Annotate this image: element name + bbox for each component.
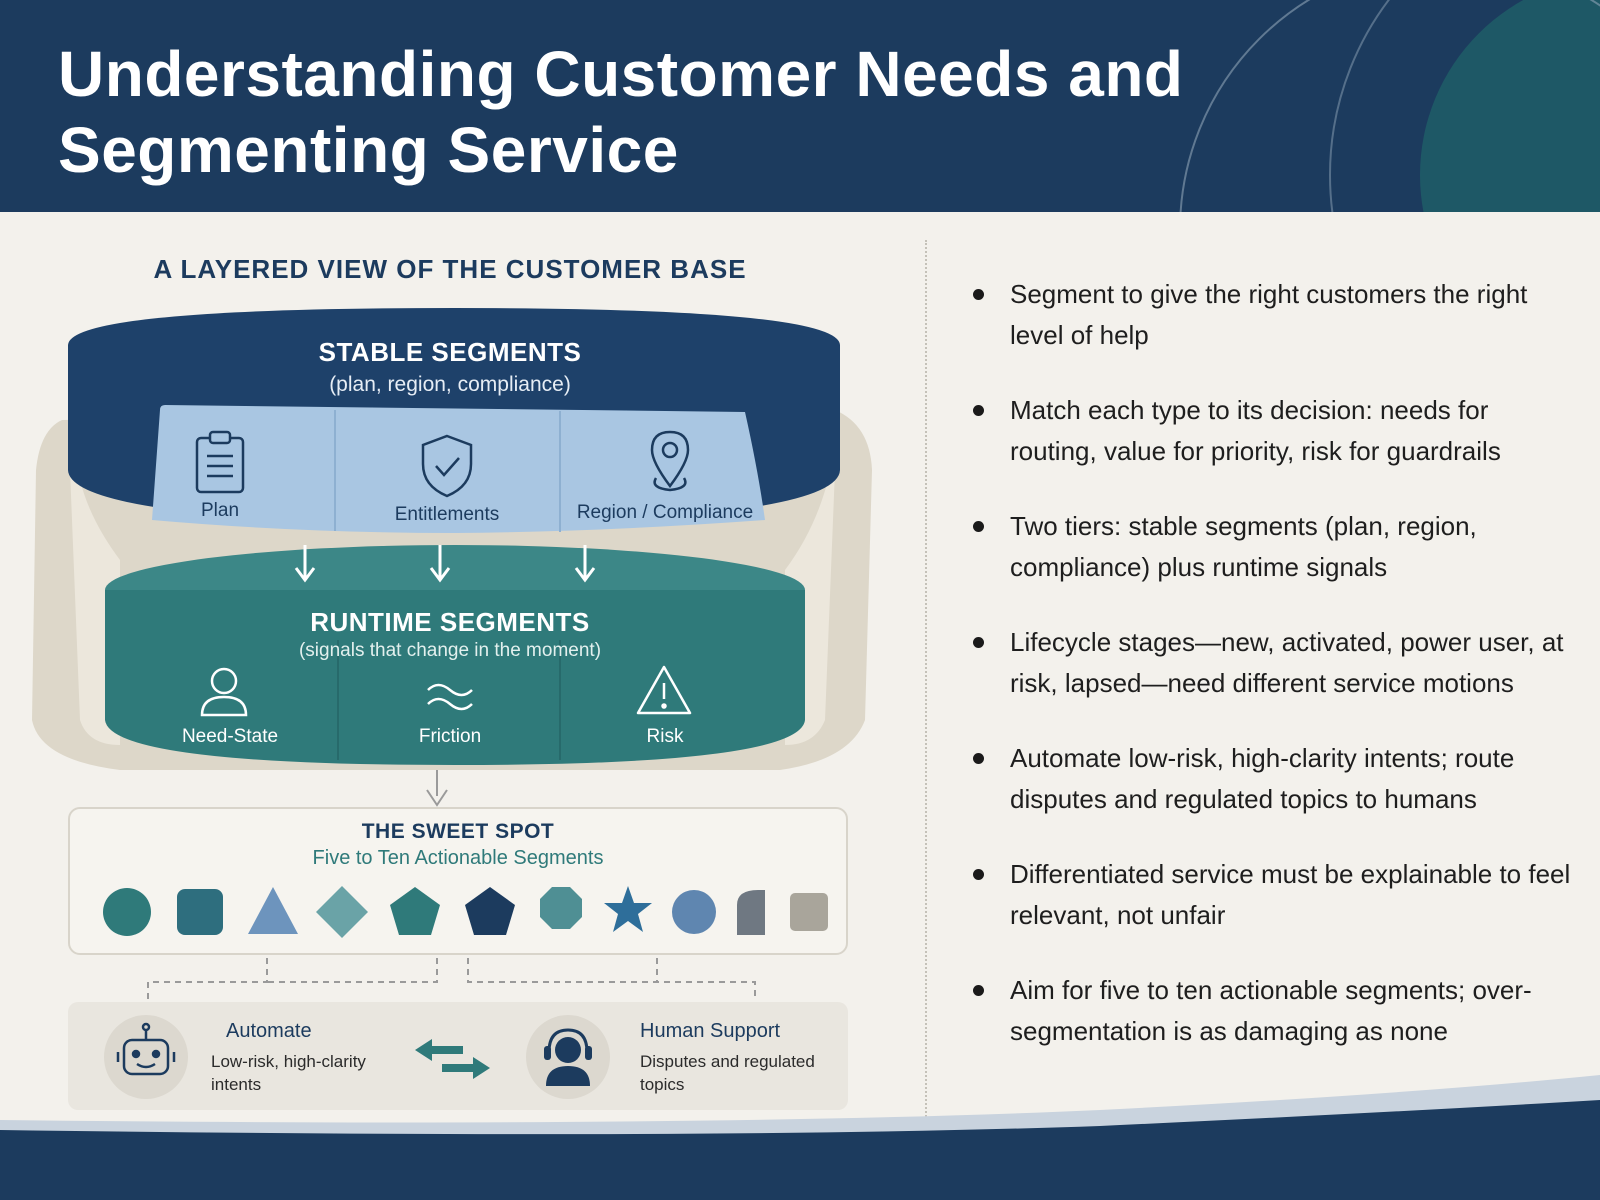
runtime-segments-title: RUNTIME SEGMENTS bbox=[310, 607, 590, 637]
shield-check-icon bbox=[421, 434, 473, 498]
stable-segments-subtitle: (plan, region, compliance) bbox=[329, 373, 571, 396]
support-box bbox=[68, 1002, 848, 1110]
runtime-cell-risk: Risk bbox=[646, 726, 684, 747]
shape-diamond bbox=[316, 886, 368, 938]
bullet-item: Match each type to its decision: needs f… bbox=[965, 390, 1575, 472]
robot-icon bbox=[116, 1022, 176, 1076]
automate-title: Automate bbox=[226, 1020, 312, 1042]
shape-rounded-square bbox=[177, 889, 223, 935]
sweet-spot-title: THE SWEET SPOT bbox=[361, 820, 555, 843]
runtime-cell-need-state: Need-State bbox=[181, 726, 279, 747]
clipboard-icon bbox=[195, 430, 245, 494]
bullet-item: Aim for five to ten actionable segments;… bbox=[965, 970, 1575, 1052]
human-support-text: Disputes and regulated topics bbox=[640, 1052, 815, 1094]
stable-cell-region: Region / Compliance bbox=[576, 502, 754, 523]
stable-cell-entitlements: Entitlements bbox=[394, 504, 500, 525]
shape-triangle bbox=[248, 887, 298, 934]
bullet-item: Segment to give the right customers the … bbox=[965, 274, 1575, 356]
bullet-item: Lifecycle stages—new, activated, power u… bbox=[965, 622, 1575, 704]
shape-quarter-round bbox=[737, 890, 765, 935]
bullet-item: Two tiers: stable segments (plan, region… bbox=[965, 506, 1575, 588]
shape-star bbox=[604, 886, 652, 932]
dashed-connectors bbox=[147, 958, 756, 1000]
runtime-segments-subtitle: (signals that change in the moment) bbox=[298, 640, 602, 661]
shape-circle-light bbox=[672, 890, 716, 934]
segment-shapes bbox=[103, 886, 828, 938]
shape-octagon bbox=[540, 887, 582, 929]
sweet-spot-subtitle: Five to Ten Actionable Segments bbox=[312, 847, 604, 869]
support-icons bbox=[104, 1015, 610, 1099]
header-banner: Understanding Customer Needs and Segment… bbox=[0, 0, 1600, 212]
warning-icon bbox=[636, 665, 692, 715]
headset-agent-icon bbox=[544, 1028, 592, 1086]
stable-panel bbox=[152, 405, 765, 533]
shape-circle bbox=[103, 888, 151, 936]
bullet-item: Automate low-risk, high-clarity intents;… bbox=[965, 738, 1575, 820]
bullet-item: Differentiated service must be explainab… bbox=[965, 854, 1575, 936]
shape-pentagon-dark bbox=[465, 887, 515, 935]
runtime-cell-friction: Friction bbox=[418, 726, 482, 747]
diagram-heading: A LAYERED VIEW OF THE CUSTOMER BASE bbox=[153, 254, 747, 284]
shape-square-grey bbox=[790, 893, 828, 931]
down-arrows bbox=[294, 545, 596, 583]
stable-segments-title: STABLE SEGMENTS bbox=[318, 337, 582, 367]
person-icon bbox=[200, 667, 248, 717]
header-decoration bbox=[1179, 0, 1600, 212]
key-points-list: Segment to give the right customers the … bbox=[965, 274, 1575, 1086]
down-arrow-sweet-spot bbox=[426, 770, 448, 807]
layered-diagram bbox=[32, 308, 872, 1000]
human-support-title: Human Support bbox=[640, 1020, 781, 1042]
page-title: Understanding Customer Needs and Segment… bbox=[58, 38, 1184, 186]
automate-text: Low-risk, high-clarity intents bbox=[211, 1052, 366, 1094]
column-divider bbox=[925, 240, 927, 1120]
wave-icon bbox=[427, 683, 473, 711]
stable-cell-plan: Plan bbox=[200, 500, 240, 521]
shape-pentagon bbox=[390, 887, 440, 935]
swap-arrows-icon bbox=[415, 1039, 490, 1079]
map-pin-icon bbox=[650, 430, 690, 492]
runtime-disc-body bbox=[105, 590, 805, 765]
